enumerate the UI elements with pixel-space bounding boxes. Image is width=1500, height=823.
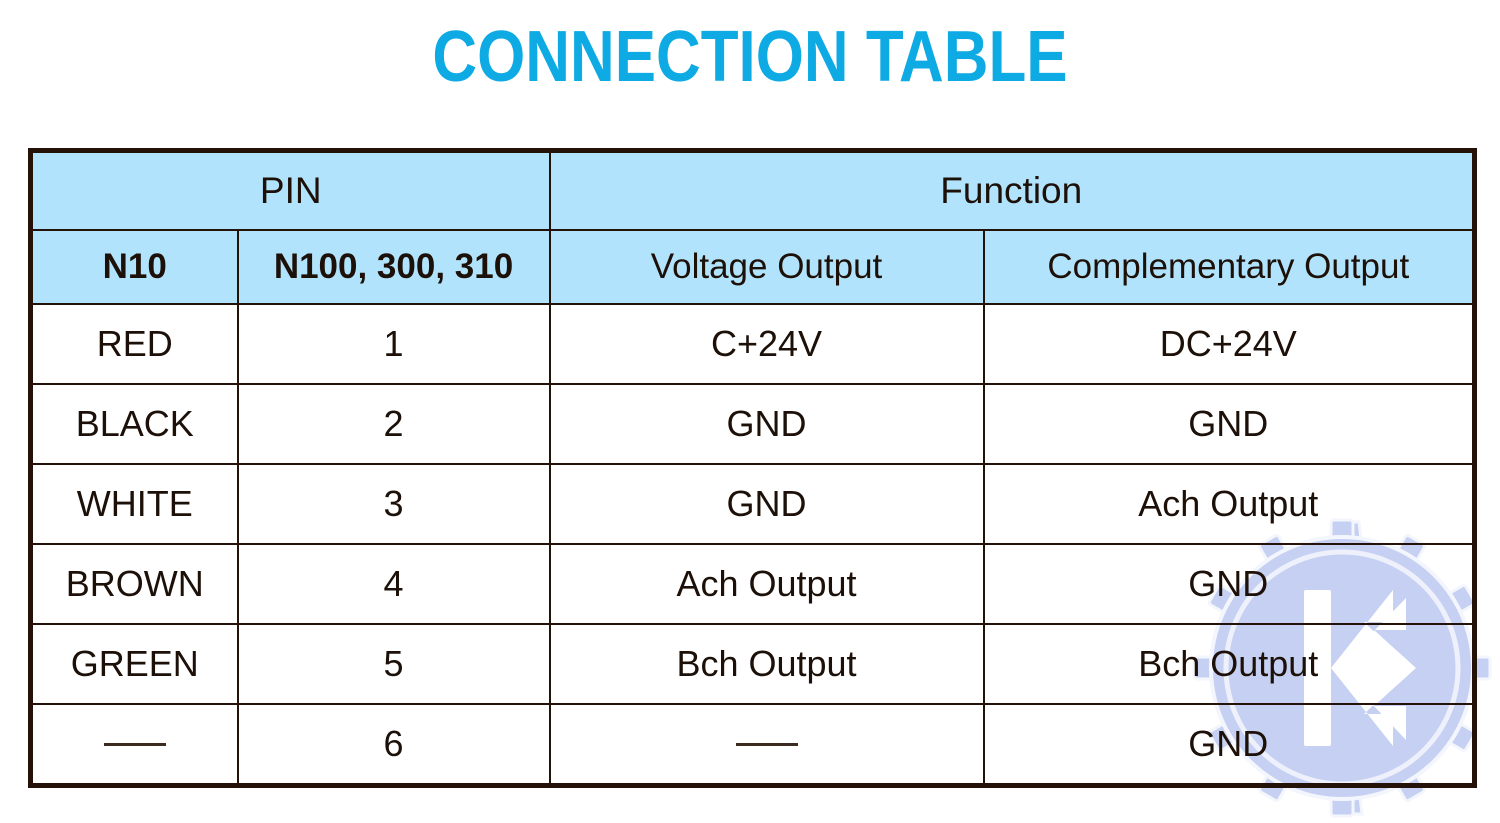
connection-table-wrapper: PIN Function N10 N100, 300, 310 Voltage … bbox=[28, 148, 1478, 788]
cell-wire-color: GREEN bbox=[29, 623, 239, 705]
cell-complementary-output: GND bbox=[982, 383, 1476, 465]
cell-wire-color: WHITE bbox=[29, 463, 239, 545]
cell-complementary-output: DC+24V bbox=[982, 303, 1476, 385]
group-header-pin: PIN bbox=[29, 149, 551, 231]
cell-pin-number: 1 bbox=[236, 303, 551, 385]
cell-complementary-output: Bch Output bbox=[982, 623, 1476, 705]
cell-complementary-output: GND bbox=[982, 703, 1476, 787]
cell-voltage-output: Ach Output bbox=[548, 543, 985, 625]
cell-voltage-output: GND bbox=[548, 383, 985, 465]
empty-dash-icon bbox=[103, 742, 166, 746]
group-header-function: Function bbox=[548, 149, 1476, 231]
table-row: BLACK 2 GND GND bbox=[29, 383, 1476, 465]
cell-wire-color bbox=[29, 703, 239, 787]
page-title: CONNECTION TABLE bbox=[432, 17, 1068, 97]
cell-voltage-output bbox=[548, 703, 985, 787]
sub-header-voltage-output: Voltage Output bbox=[548, 229, 985, 305]
table-row: BROWN 4 Ach Output GND bbox=[29, 543, 1476, 625]
cell-voltage-output: Bch Output bbox=[548, 623, 985, 705]
table-row: WHITE 3 GND Ach Output bbox=[29, 463, 1476, 545]
cell-wire-color: BLACK bbox=[29, 383, 239, 465]
cell-complementary-output: Ach Output bbox=[982, 463, 1476, 545]
empty-dash-icon bbox=[735, 742, 798, 746]
cell-voltage-output: GND bbox=[548, 463, 985, 545]
table-row: 6 GND bbox=[29, 703, 1476, 787]
cell-wire-color: BROWN bbox=[29, 543, 239, 625]
table-row: GREEN 5 Bch Output Bch Output bbox=[29, 623, 1476, 705]
table-group-header-row: PIN Function bbox=[29, 149, 1476, 231]
cell-voltage-output: C+24V bbox=[548, 303, 985, 385]
connection-table: PIN Function N10 N100, 300, 310 Voltage … bbox=[28, 148, 1478, 788]
sub-header-n100-300-310: N100, 300, 310 bbox=[236, 229, 551, 305]
table-sub-header-row: N10 N100, 300, 310 Voltage Output Comple… bbox=[29, 229, 1476, 305]
sub-header-complementary-output: Complementary Output bbox=[982, 229, 1476, 305]
cell-wire-color: RED bbox=[29, 303, 239, 385]
cell-pin-number: 3 bbox=[236, 463, 551, 545]
cell-pin-number: 6 bbox=[236, 703, 551, 787]
sub-header-n10: N10 bbox=[29, 229, 239, 305]
table-row: RED 1 C+24V DC+24V bbox=[29, 303, 1476, 385]
cell-complementary-output: GND bbox=[982, 543, 1476, 625]
cell-pin-number: 4 bbox=[236, 543, 551, 625]
cell-pin-number: 5 bbox=[236, 623, 551, 705]
cell-pin-number: 2 bbox=[236, 383, 551, 465]
